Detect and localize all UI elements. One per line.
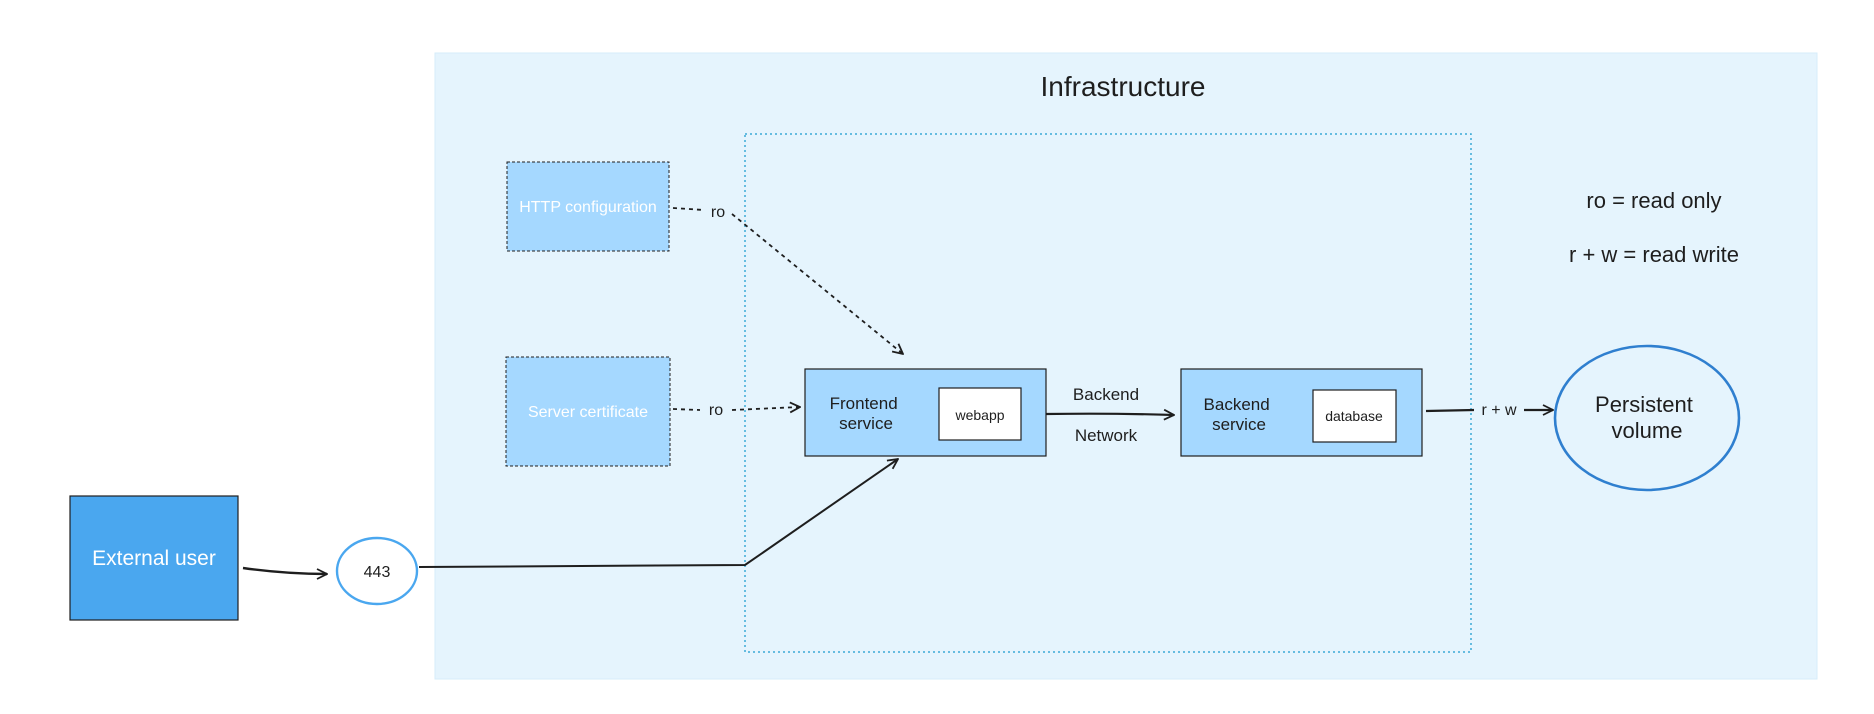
edge-http-config-to-frontend xyxy=(672,207,903,354)
frontend-service-label: Frontend service xyxy=(830,394,903,433)
webapp-label: webapp xyxy=(954,407,1004,423)
network-label-top: Backend xyxy=(1073,385,1139,404)
external-user-label: External user xyxy=(92,547,216,570)
network-label-bottom: Network xyxy=(1075,426,1138,445)
database-label: database xyxy=(1325,408,1383,424)
persistent-volume-node[interactable] xyxy=(1553,344,1741,492)
external-user-box[interactable] xyxy=(69,495,239,621)
edge-volume-rw-label: r + w xyxy=(1481,402,1517,419)
server-certificate-box[interactable] xyxy=(505,356,671,467)
frontend-service-line-2: service xyxy=(839,414,893,433)
edge-backend-to-volume xyxy=(1425,410,1553,411)
legend-read-write: r + w = read write xyxy=(1569,242,1739,267)
edge-server-cert-ro-label: ro xyxy=(709,402,723,419)
http-configuration-label: HTTP configuration xyxy=(519,199,657,216)
edge-http-config-ro-label: ro xyxy=(711,204,725,221)
backend-service-line-2: service xyxy=(1212,415,1266,434)
server-certificate-label: Server certificate xyxy=(528,404,648,421)
edge-server-cert-to-frontend xyxy=(672,407,800,410)
legend-read-only: ro = read only xyxy=(1586,188,1721,213)
port-443-node[interactable] xyxy=(335,536,419,606)
persistent-volume-line-2: volume xyxy=(1612,418,1683,443)
http-configuration-box[interactable] xyxy=(506,161,670,252)
webapp-box[interactable] xyxy=(938,387,1022,441)
network-boundary xyxy=(744,133,1472,653)
port-443-label: 443 xyxy=(364,564,391,581)
frontend-service-line-1: Frontend xyxy=(830,394,898,413)
edge-user-to-port xyxy=(242,566,327,574)
backend-service-line-1: Backend xyxy=(1204,395,1270,414)
persistent-volume-line-1: Persistent xyxy=(1595,392,1693,417)
edge-port-to-frontend xyxy=(418,459,898,568)
edge-frontend-to-backend xyxy=(1045,414,1174,415)
persistent-volume-label: Persistent volume xyxy=(1595,392,1699,443)
infrastructure-title: Infrastructure xyxy=(1041,71,1206,102)
backend-service-label: Backend service xyxy=(1204,395,1275,434)
database-box[interactable] xyxy=(1312,389,1397,443)
